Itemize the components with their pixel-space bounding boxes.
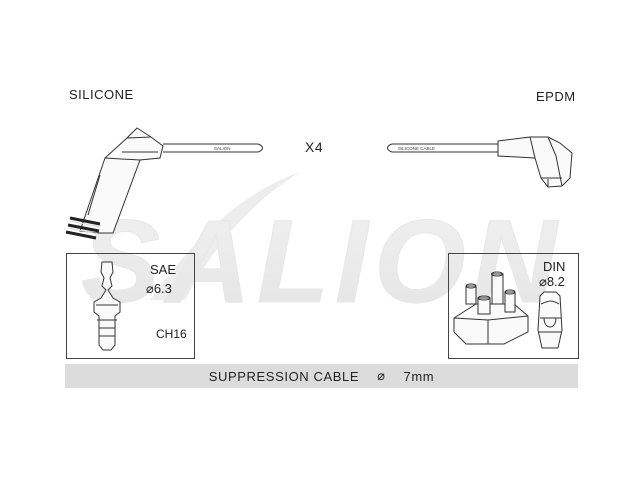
left-cable: [163, 143, 263, 153]
right-cable-print: SILICONE CABLE: [398, 146, 435, 151]
silicone-label: SILICONE: [69, 87, 134, 102]
suppression-cable-bar: SUPPRESSION CABLE ⌀ 7mm: [65, 364, 578, 388]
left-cable-print: SALION: [214, 146, 231, 151]
sae-terminal-box: [66, 253, 195, 359]
sae-code-label: CH16: [156, 327, 187, 341]
diameter-symbol: ⌀: [377, 368, 386, 383]
watermark-swoosh: [150, 172, 300, 300]
epdm-label: EPDM: [536, 89, 576, 104]
epdm-boot-illustration: [497, 136, 573, 188]
diameter-value: 7mm: [403, 368, 435, 384]
cable-type-label: SUPPRESSION CABLE: [208, 368, 360, 384]
din-terminal-illustration: [537, 291, 563, 349]
distributor-cap-illustration: [453, 271, 529, 345]
din-standard-label: DIN: [543, 259, 566, 274]
sae-size-label: ⌀6.3: [146, 281, 172, 296]
din-size-label: ⌀8.2: [539, 274, 565, 289]
spark-plug-illustration: [93, 261, 121, 351]
silicone-boot-illustration: [65, 127, 164, 240]
din-terminal-box: [448, 253, 579, 359]
right-cable: [387, 143, 498, 153]
watermark-text: SALION: [81, 196, 563, 328]
quantity-label: X4: [305, 139, 324, 155]
sae-standard-label: SAE: [150, 262, 177, 277]
